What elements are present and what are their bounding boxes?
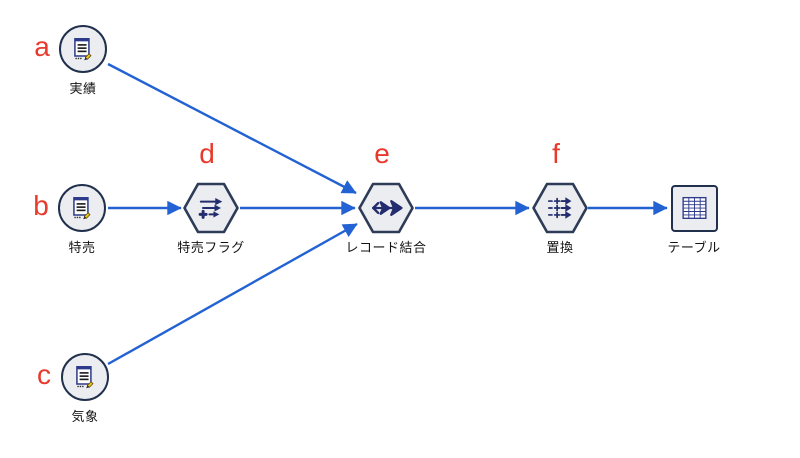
annotation-letter-a: a [34,31,50,62]
node-tokubai-flag[interactable] [183,182,239,234]
node-label-kisho: 気象 [71,409,99,424]
node-label-tokubai: 特売 [68,240,96,255]
node-tokubai[interactable] [58,184,106,232]
node-kisho[interactable] [61,353,109,401]
annotation-letter-c: c [37,359,51,390]
document-edit-icon [73,197,91,220]
document-edit-icon [74,38,92,61]
node-merge[interactable] [358,182,414,234]
annotation-letter-d: d [199,138,215,169]
node-label-tokubai-flag: 特売フラグ [177,240,245,255]
table-icon [681,196,707,219]
node-label-jisseki: 実績 [69,81,97,96]
document-edit-icon [76,366,94,389]
derive-icon [198,197,223,219]
annotation-letter-e: e [374,138,390,169]
node-jisseki[interactable] [59,25,107,73]
connection-kisho-to-merge[interactable] [107,222,358,366]
node-label-chikan: 置換 [546,240,574,255]
annotation-letter-f: f [552,138,560,169]
node-label-merge: レコード結合 [345,240,427,255]
node-table[interactable] [670,184,718,232]
connection-jisseki-to-merge[interactable] [107,62,357,195]
merge-icon [372,200,403,216]
filler-icon [547,197,572,219]
node-chikan[interactable] [532,182,588,234]
annotation-letter-b: b [33,190,49,221]
node-label-table: テーブル [667,240,721,255]
